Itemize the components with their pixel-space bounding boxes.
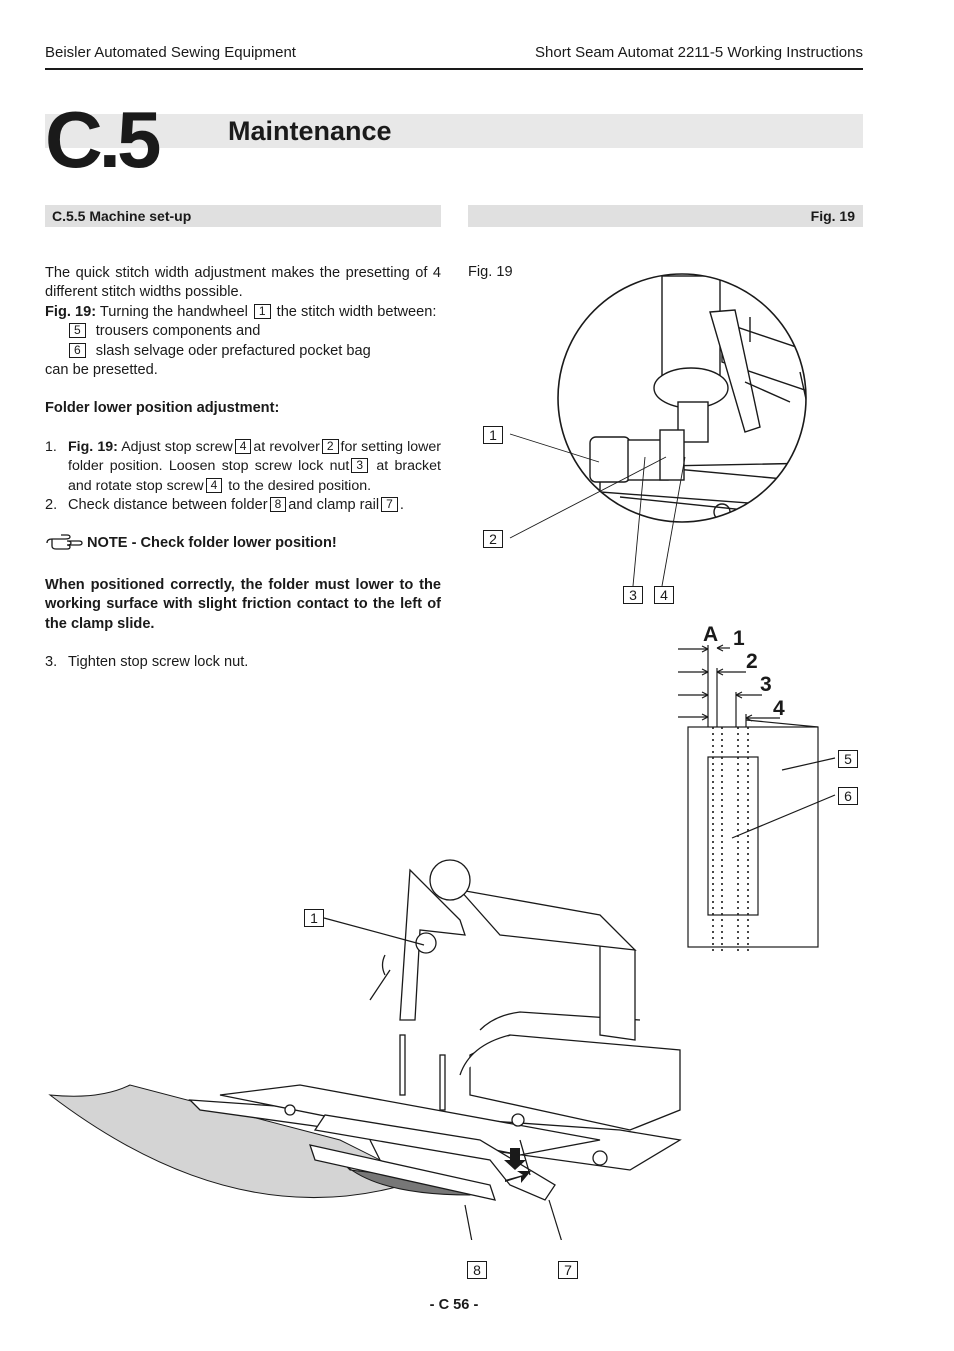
step-2-num: 2. — [45, 497, 58, 514]
item-6-text: slash selvage oder prefactured pocket ba… — [95, 342, 371, 359]
stitch-width-3: 3 — [760, 673, 772, 696]
warning-paragraph: When positioned correctly, the folder mu… — [45, 576, 441, 632]
callout-6: 6 — [838, 787, 858, 805]
callout-ref-8: 8 — [269, 497, 287, 513]
subheading: Folder lower position adjustment: — [45, 400, 280, 417]
item-5-text: trousers components and — [95, 323, 261, 340]
item-5: 5 trousers components and — [45, 322, 441, 341]
callout-ref-2: 2 — [321, 438, 339, 454]
step-1-text-a: Adjust stop screw — [121, 438, 233, 455]
step-1-text-e: to the desired position. — [228, 477, 372, 494]
callout-ref-4b: 4 — [205, 477, 223, 493]
item-6: 6 slash selvage oder prefactured pocket b… — [45, 342, 441, 361]
callout-8: 8 — [467, 1261, 487, 1279]
turning-text-a: Turning the handwheel — [99, 303, 248, 320]
stitch-width-2: 2 — [746, 650, 758, 673]
step-2-text-c: . — [399, 497, 404, 514]
step-1-text-b: at revolver — [253, 438, 320, 455]
callout-3-detail: 3 — [623, 586, 643, 604]
chapter-band — [45, 114, 863, 148]
callout-1-machine: 1 — [304, 909, 324, 927]
step-2-text-b: and clamp rail — [288, 497, 380, 514]
header-rule — [45, 68, 863, 70]
item-6-box: 6 — [69, 342, 86, 358]
stitch-letter-a: A — [703, 623, 718, 646]
stitch-width-diagram: A 1 2 3 4 — [678, 623, 836, 955]
item-5-box: 5 — [69, 323, 86, 339]
callout-7: 7 — [558, 1261, 578, 1279]
steps-list-2: 3. Tighten stop screw lock nut. — [45, 653, 441, 672]
step-1-text-d: at bracket and rotate stop screw — [68, 458, 441, 494]
callout-5: 5 — [838, 750, 858, 768]
presetted-line: can be presetted. — [45, 362, 158, 379]
step-3-num: 3. — [45, 654, 58, 671]
detail-view-illustration — [509, 273, 807, 587]
section-title: C.5.5 Machine set-up — [45, 205, 441, 227]
machine-illustration — [48, 859, 682, 1240]
stitch-width-4: 4 — [773, 697, 785, 720]
figure-ref-bar: Fig. 19 — [468, 205, 863, 227]
callout-ref-7: 7 — [381, 497, 398, 513]
note-line: NOTE - Check folder lower position! — [45, 534, 441, 556]
step-1-text-c: for setting lower folder position. Loose… — [68, 438, 441, 475]
step-3-text: Tighten stop screw lock nut. — [68, 654, 249, 671]
chapter-title: Maintenance — [228, 116, 392, 146]
stitch-width-1: 1 — [733, 627, 745, 650]
header-left: Beisler Automated Sewing Equipment — [45, 44, 296, 61]
intro-paragraph: The quick stitch width adjustment makes … — [45, 265, 441, 301]
step-2-text-a: Check distance between folder — [68, 497, 268, 514]
callout-4-detail: 4 — [654, 586, 674, 604]
page-number: - C 56 - — [429, 1297, 479, 1313]
pointing-hand-icon — [45, 534, 83, 556]
body-text: The quick stitch width adjustment makes … — [45, 264, 441, 673]
turning-text-b: the stitch width between: — [276, 303, 437, 320]
step-1-fig: Fig. 19: — [68, 438, 118, 455]
header-right: Short Seam Automat 2211-5 Working Instru… — [535, 44, 863, 61]
callout-2-detail: 2 — [483, 530, 503, 548]
callout-ref-3: 3 — [351, 458, 369, 474]
chapter-number: C.5 — [45, 95, 161, 184]
step-3: 3. Tighten stop screw lock nut. — [45, 653, 441, 672]
figure-caption: Fig. 19 — [468, 264, 513, 280]
turning-paragraph: Fig. 19: Turning the handwheel 1 the sti… — [45, 303, 441, 322]
callout-ref-4a: 4 — [234, 438, 252, 454]
step-1-num: 1. — [45, 438, 57, 455]
callout-ref-1: 1 — [253, 303, 271, 319]
fig-ref: Fig. 19: — [45, 303, 97, 320]
callout-1-detail: 1 — [483, 426, 503, 444]
note-text: NOTE - Check folder lower position! — [87, 535, 337, 552]
